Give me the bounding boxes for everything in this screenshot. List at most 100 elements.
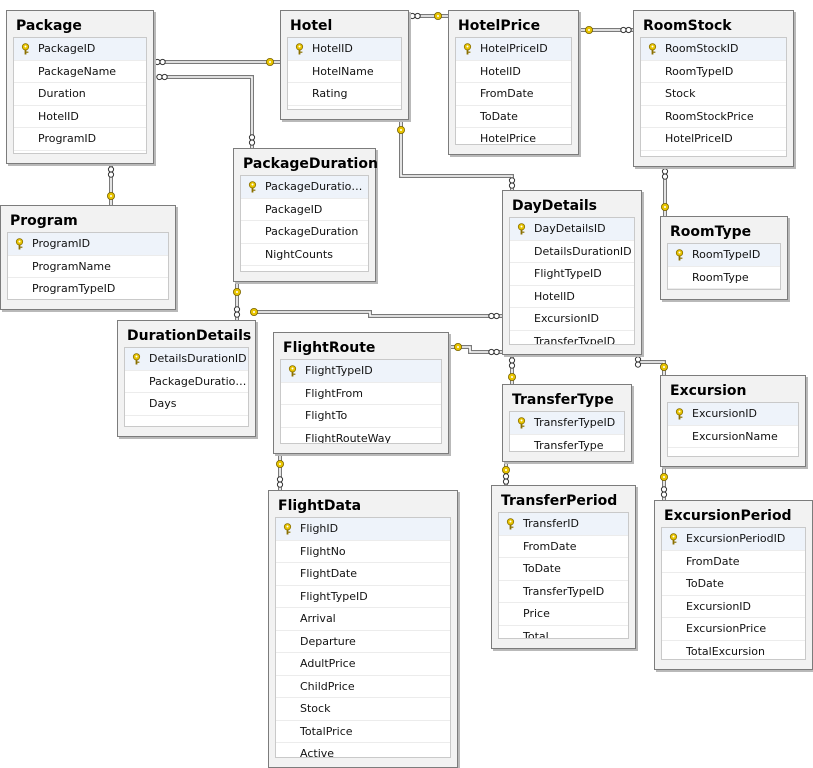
- column-row[interactable]: Total: [499, 626, 628, 639]
- column-row[interactable]: PackageDuration...: [125, 371, 248, 393]
- column-row[interactable]: TotalPrice: [276, 721, 450, 743]
- column-name: ProgramID: [38, 132, 97, 145]
- column-row[interactable]: TransferTypeID: [510, 331, 634, 345]
- column-row[interactable]: TransferTypeID: [510, 412, 624, 435]
- column-row[interactable]: ExcursionID: [668, 403, 798, 426]
- column-row[interactable]: PackageName: [14, 61, 146, 83]
- column-row[interactable]: PackageDuration...: [241, 176, 368, 199]
- column-row[interactable]: HotelID: [14, 106, 146, 128]
- column-row[interactable]: FlightTypeID: [276, 586, 450, 608]
- column-name: HotelName: [312, 64, 374, 78]
- column-row[interactable]: ExcursionID: [510, 308, 634, 331]
- column-row[interactable]: FlightRouteWay: [281, 428, 441, 444]
- column-row[interactable]: HotelPriceID: [456, 38, 571, 61]
- column-row[interactable]: FlightTo: [281, 405, 441, 428]
- column-row[interactable]: TransferType: [510, 435, 624, 452]
- column-row[interactable]: TransferTypeID: [499, 581, 628, 603]
- column-row[interactable]: RoomType: [668, 267, 780, 289]
- column-row[interactable]: Active: [276, 743, 450, 757]
- column-name: FlightNo: [300, 544, 346, 558]
- column-row[interactable]: Rating: [288, 83, 401, 106]
- column-row[interactable]: PackageDuration: [241, 221, 368, 244]
- column-row[interactable]: FlighID: [276, 518, 450, 541]
- column-name: FromDate: [686, 554, 740, 568]
- column-row[interactable]: FromDate: [456, 83, 571, 106]
- column-row[interactable]: FlightDate: [276, 563, 450, 586]
- column-row[interactable]: Days: [125, 393, 248, 416]
- column-row[interactable]: ToDate: [499, 558, 628, 581]
- column-row[interactable]: PackageID: [14, 38, 146, 61]
- column-row[interactable]: HotelName: [288, 61, 401, 83]
- column-row[interactable]: HotelPriceID: [641, 128, 786, 151]
- column-row[interactable]: TotalExcursion: [662, 641, 805, 660]
- column-row[interactable]: ToDate: [662, 573, 805, 596]
- column-row[interactable]: Stock: [641, 83, 786, 106]
- column-row[interactable]: RoomTypeID: [668, 244, 780, 267]
- primary-key-icon: [283, 523, 292, 535]
- column-row[interactable]: FlightTypeID: [281, 360, 441, 383]
- column-row[interactable]: HotelID: [456, 61, 571, 83]
- column-row[interactable]: Departure: [276, 631, 450, 653]
- column-row[interactable]: FlightNo: [276, 541, 450, 563]
- column-row[interactable]: ToDate: [456, 106, 571, 128]
- column-row[interactable]: ProgramTypeID: [8, 278, 168, 299]
- column-row[interactable]: HotelID: [288, 38, 401, 61]
- key-end-icon: [107, 191, 116, 200]
- column-row[interactable]: DayDetailsID: [510, 218, 634, 241]
- column-name: FlightTypeID: [534, 267, 602, 280]
- column-row[interactable]: TransferID: [499, 513, 628, 536]
- column-row[interactable]: ExcursionID: [662, 596, 805, 618]
- column-row[interactable]: RoomStockID: [641, 38, 786, 61]
- table-title: Hotel: [290, 18, 333, 34]
- column-row[interactable]: ExcursionName: [668, 426, 798, 448]
- column-name: HotelID: [38, 109, 79, 123]
- column-row[interactable]: Stock: [276, 698, 450, 721]
- table-excursionperiod[interactable]: ExcursionPeriod ExcursionPeriodID FromDat…: [654, 500, 813, 670]
- column-row[interactable]: NightCounts: [241, 244, 368, 266]
- column-row[interactable]: DetailsDurationID: [125, 348, 248, 371]
- column-row[interactable]: Duration: [14, 83, 146, 106]
- table-title: ExcursionPeriod: [664, 508, 792, 524]
- column-row[interactable]: ProgramName: [8, 256, 168, 278]
- column-row[interactable]: DetailsDurationID: [510, 241, 634, 263]
- column-row[interactable]: ExcursionPrice: [662, 618, 805, 641]
- column-row[interactable]: PackageID: [241, 199, 368, 221]
- many-end-icon: [409, 12, 421, 20]
- column-row[interactable]: Arrival: [276, 608, 450, 631]
- column-name: Total: [523, 629, 549, 639]
- column-row[interactable]: ProgramID: [14, 128, 146, 151]
- column-row[interactable]: Price: [499, 603, 628, 626]
- column-name: ExcursionID: [692, 407, 758, 420]
- column-row[interactable]: RoomStockPrice: [641, 106, 786, 128]
- column-row[interactable]: HotelPrice: [456, 128, 571, 144]
- column-row[interactable]: FromDate: [499, 536, 628, 558]
- column-row[interactable]: FromDate: [662, 551, 805, 573]
- column-name: RoomTypeID: [692, 248, 761, 261]
- column-row[interactable]: RoomTypeID: [641, 61, 786, 83]
- many-end-icon: [508, 177, 516, 189]
- column-name: Stock: [300, 702, 331, 715]
- column-row[interactable]: FlightFrom: [281, 383, 441, 405]
- primary-key-icon: [675, 249, 684, 261]
- column-row[interactable]: HotelID: [510, 286, 634, 308]
- table-packageduration[interactable]: PackageDuration PackageDuration...Packag…: [233, 148, 378, 282]
- column-row[interactable]: FlightTypeID: [510, 263, 634, 286]
- column-row[interactable]: AdultPrice: [276, 653, 450, 676]
- column-row[interactable]: ChildPrice: [276, 676, 450, 698]
- column-row[interactable]: ExcursionPeriodID: [662, 528, 805, 551]
- column-row[interactable]: ProgramID: [8, 233, 168, 256]
